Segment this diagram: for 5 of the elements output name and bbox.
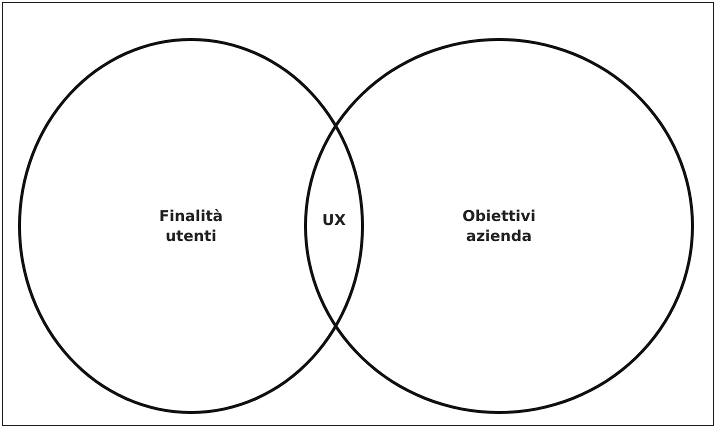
circle-label: Finalità utenti — [158, 206, 224, 246]
circle-label: Obiettivi azienda — [461, 206, 537, 246]
overlap-label: UX — [322, 210, 346, 230]
venn-circle — [304, 38, 694, 414]
venn-circle — [18, 38, 364, 414]
